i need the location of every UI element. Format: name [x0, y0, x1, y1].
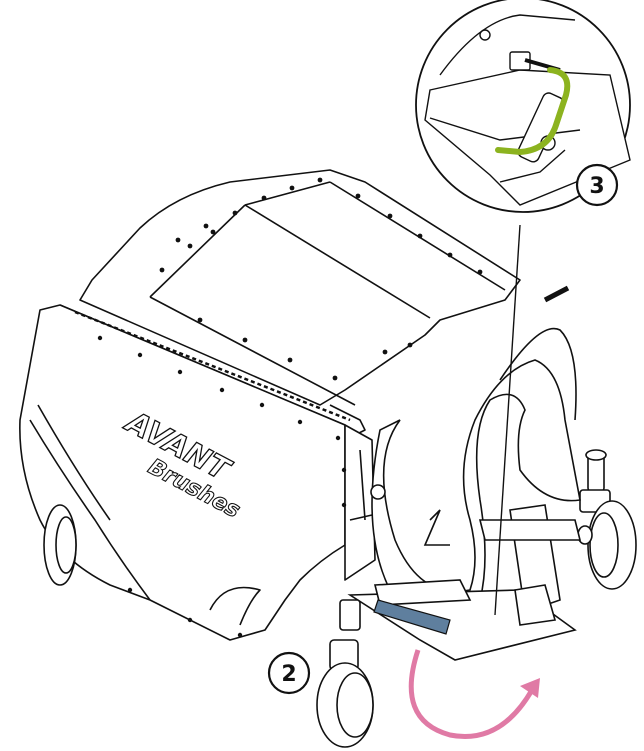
retaining-pin [495, 67, 571, 156]
callout-3-label: 3 [589, 174, 604, 199]
front-left-wheel [43, 504, 77, 586]
rear-right-wheel [577, 449, 637, 590]
brush-housing [19, 169, 521, 641]
callout-3: 3 [575, 163, 619, 207]
detail-view [415, 0, 631, 616]
mounting-frame [347, 484, 582, 661]
rotation-arrow [408, 649, 540, 739]
callout-2: 2 [267, 651, 311, 695]
caster-wheel [316, 599, 374, 748]
callout-2-label: 2 [281, 662, 296, 687]
highlighted-crossbar [373, 599, 451, 635]
housing-rivets [97, 177, 483, 638]
